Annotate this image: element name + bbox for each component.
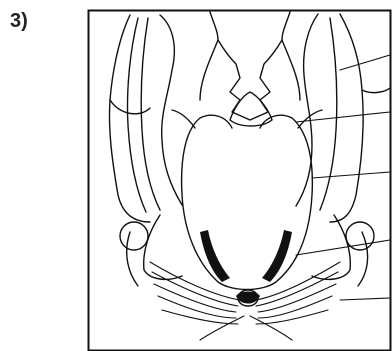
pelvis-diagram — [0, 0, 392, 351]
